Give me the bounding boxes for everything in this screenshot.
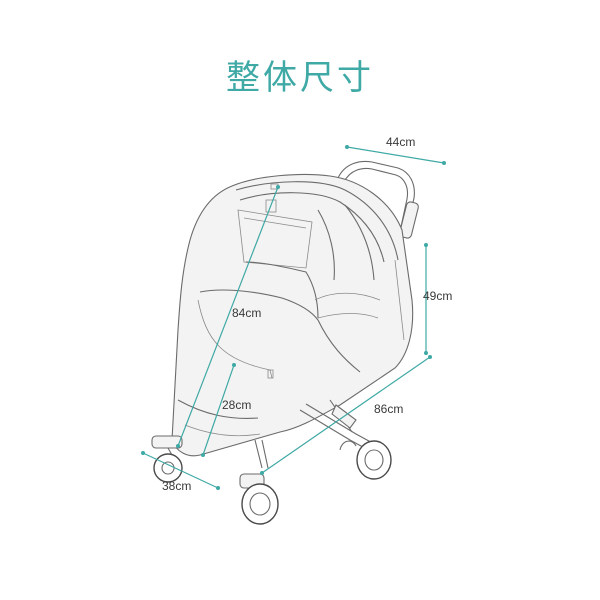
dim-line-base-width — [142, 452, 219, 489]
dim-line-diagonal-front — [177, 186, 279, 447]
stroller-sketch — [151, 160, 419, 525]
label-diagonal-front: 84cm — [232, 306, 261, 320]
label-length-bottom: 86cm — [374, 402, 403, 416]
label-height-side: 49cm — [423, 289, 452, 303]
dim-line-lower-front — [202, 364, 235, 456]
dimension-labels: 44cm 49cm 84cm 86cm 28cm 38cm — [162, 135, 452, 493]
dim-line-width-top — [346, 146, 445, 164]
label-lower-front: 28cm — [222, 398, 251, 412]
page-title: 整体尺寸 — [226, 58, 374, 98]
label-width-top: 44cm — [386, 135, 415, 149]
label-base-width: 38cm — [162, 479, 191, 493]
dimension-lines — [141, 145, 446, 490]
dim-line-length-bottom — [261, 356, 431, 474]
